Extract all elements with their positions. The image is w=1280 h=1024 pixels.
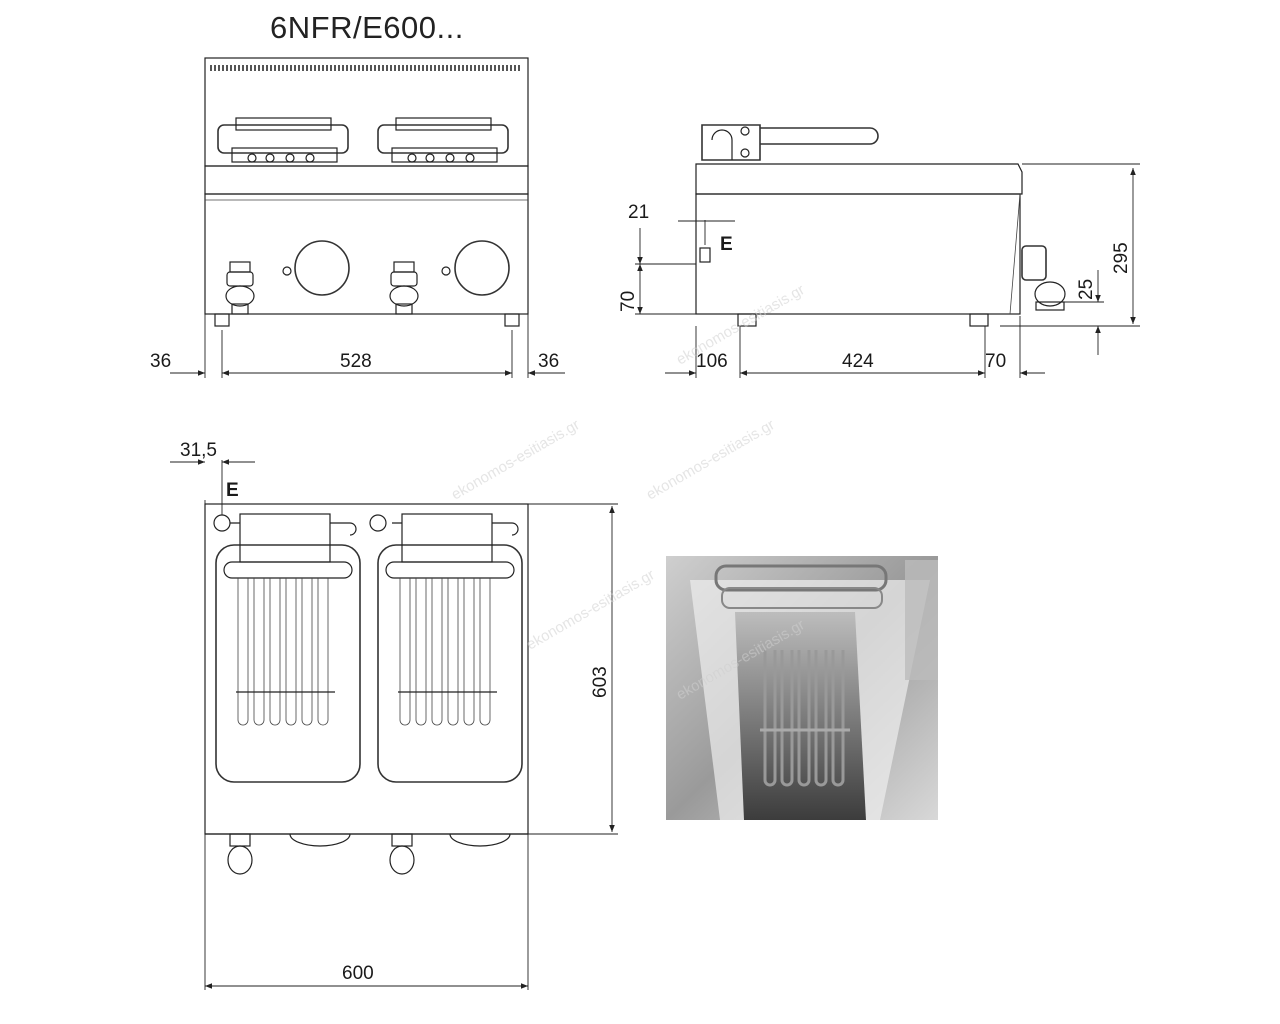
- dim-right-offset: 36: [538, 351, 559, 372]
- indicator-light-right: [441, 266, 451, 276]
- dim-drain-top: 21: [628, 202, 649, 223]
- dim-depth-side: 424: [842, 351, 874, 372]
- side-view: E 21 70 106 424 70 295 25: [618, 124, 1140, 378]
- drain-tap-left: [225, 261, 255, 315]
- dim-depth-top: 603: [590, 666, 611, 698]
- model-title: 6NFR/E600...: [270, 10, 464, 45]
- fryer-basin-photo: [666, 556, 938, 820]
- dim-rear-offset: 70: [985, 351, 1006, 372]
- foot: [504, 313, 520, 327]
- basket-right: [377, 117, 509, 163]
- drain-tap-top-left: [227, 833, 253, 875]
- svg-text:ekonomos-esitiasis.gr: ekonomos-esitiasis.gr: [524, 566, 658, 653]
- well-left: [213, 513, 361, 783]
- svg-text:ekonomos-esitiasis.gr: ekonomos-esitiasis.gr: [674, 281, 808, 368]
- well-right: [369, 513, 523, 783]
- thermostat-knob-right: [454, 240, 510, 296]
- dim-left-offset: 36: [150, 351, 171, 372]
- svg-text:ekonomos-esitiasis.gr: ekonomos-esitiasis.gr: [644, 416, 778, 503]
- top-view: 31,5 E 600 603: [170, 440, 618, 990]
- dim-width-top: 600: [342, 963, 374, 984]
- drain-tap-right: [389, 261, 419, 315]
- drain-tap-side: [1021, 245, 1047, 281]
- drain-label-side: E: [720, 234, 733, 255]
- drain-label-top: E: [226, 480, 239, 501]
- thermostat-knob-left: [294, 240, 350, 296]
- dim-drain-height: 70: [618, 291, 639, 312]
- dim-total-height: 295: [1111, 242, 1132, 274]
- dim-front-offset: 106: [696, 351, 728, 372]
- indicator-light-left: [282, 266, 292, 276]
- svg-text:ekonomos-esitiasis.gr: ekonomos-esitiasis.gr: [449, 416, 583, 503]
- foot: [214, 313, 230, 327]
- basket-handle: [760, 127, 879, 145]
- dim-width: 528: [340, 351, 372, 372]
- dim-tap-height: 25: [1076, 279, 1097, 300]
- dim-drain-offset: 31,5: [180, 440, 217, 461]
- drain-tap-top-right: [389, 833, 415, 875]
- front-view: 36 528 36: [150, 57, 565, 378]
- basket-left: [217, 117, 349, 163]
